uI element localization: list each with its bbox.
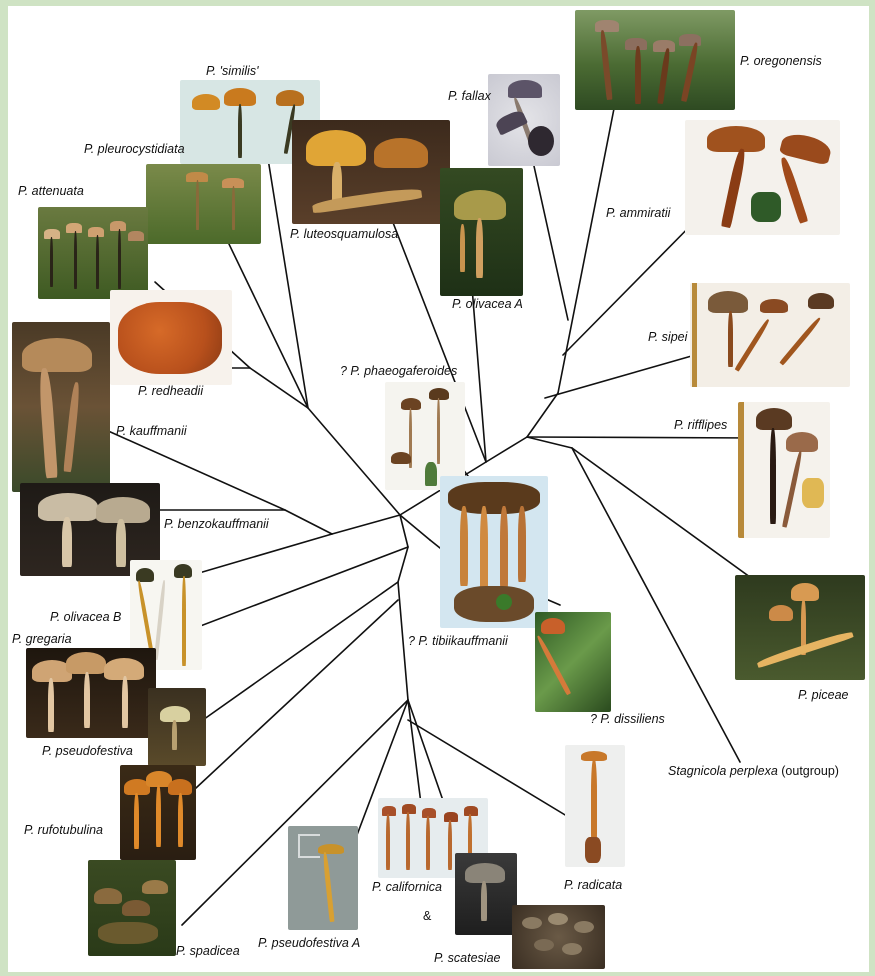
photo-pleurocystidiata	[146, 164, 261, 244]
branch-center-b	[486, 437, 527, 462]
photo-rifflipes	[738, 402, 830, 538]
label-similis: P. 'similis'	[206, 64, 258, 78]
branch-redheadii-node	[250, 368, 308, 408]
branch-kauffmanii-node	[285, 510, 332, 534]
label-sipei: P. sipei	[648, 330, 687, 344]
label-ammiratii: P. ammiratii	[606, 206, 670, 220]
photo-pseudofestiva-a	[288, 826, 358, 930]
label-scatesiae: P. scatesiae	[434, 951, 500, 965]
photo-tibiikauffmanii	[440, 476, 548, 628]
label-luteosquamulosa: P. luteosquamulosa	[290, 227, 398, 241]
branch-pseudofestiva	[200, 582, 398, 722]
photo-sipei	[690, 283, 850, 387]
photo-luteosquamulosa	[292, 120, 450, 224]
branch-center-e	[332, 515, 400, 534]
label-dissiliens: ? P. dissiliens	[590, 712, 665, 726]
branch-oregonensis	[558, 68, 622, 393]
branch-piceae-node	[527, 437, 572, 448]
photo-scatesiae	[455, 853, 517, 935]
photo-pseudofestiva	[148, 688, 206, 766]
photo-olivacea-a	[440, 168, 523, 296]
label-stagnicola-name: Stagnicola perplexa	[668, 764, 778, 778]
photo-attenuata	[38, 207, 148, 299]
photo-oregonensis	[575, 10, 735, 110]
label-stagnicola-outgroup: (outgroup)	[778, 764, 839, 778]
label-pseudofestiva-a: P. pseudofestiva A	[258, 936, 360, 950]
label-redheadii: P. redheadii	[138, 384, 203, 398]
label-gregaria: P. gregaria	[12, 632, 72, 646]
label-rifflipes: P. rifflipes	[674, 418, 727, 432]
label-ampersand: &	[423, 909, 431, 923]
photo-radicata	[565, 745, 625, 867]
photo-fallax	[488, 74, 560, 166]
photo-redheadii	[110, 290, 232, 385]
label-radicata: P. radicata	[564, 878, 622, 892]
label-rufotubulina: P. rufotubulina	[24, 823, 103, 837]
photo-phaeogaferoides	[385, 382, 465, 490]
label-kauffmanii: P. kauffmanii	[116, 424, 187, 438]
label-attenuata: P. attenuata	[18, 184, 84, 198]
branch-rifflipes	[527, 437, 758, 438]
photo-piceae	[735, 575, 865, 680]
photo-scatesiae-cluster	[512, 905, 605, 969]
label-tibiikauffmanii: ? P. tibiikauffmanii	[408, 634, 508, 648]
label-californica: P. californica	[372, 880, 442, 894]
photo-spadicea	[88, 860, 176, 956]
label-olivacea-b: P. olivacea B	[50, 610, 121, 624]
label-benzokauffmanii: P. benzokauffmanii	[164, 517, 269, 531]
label-piceae: P. piceae	[798, 688, 849, 702]
label-oregonensis: P. oregonensis	[740, 54, 822, 68]
label-fallax: P. fallax	[448, 89, 491, 103]
label-olivacea-a: P. olivacea A	[452, 297, 523, 311]
photo-gregaria	[26, 648, 156, 738]
branch-fallax	[530, 148, 568, 320]
branch-californica	[408, 700, 422, 812]
photo-kauffmanii	[12, 322, 110, 492]
photo-dissiliens	[535, 612, 611, 712]
branch-rufotubulina	[196, 600, 398, 788]
branch-center-c	[527, 393, 558, 437]
branch-center-h	[398, 547, 408, 582]
photo-rufotubulina	[120, 765, 196, 860]
photo-ammiratii	[685, 120, 840, 235]
label-pseudofestiva: P. pseudofestiva	[42, 744, 133, 758]
label-phaeogaferoides: ? P. phaeogaferoides	[340, 364, 457, 378]
label-pleurocystidiata: P. pleurocystidiata	[84, 142, 185, 156]
branch-center-i	[398, 582, 408, 700]
label-spadicea: P. spadicea	[176, 944, 240, 958]
label-stagnicola: Stagnicola perplexa (outgroup)	[668, 764, 839, 778]
